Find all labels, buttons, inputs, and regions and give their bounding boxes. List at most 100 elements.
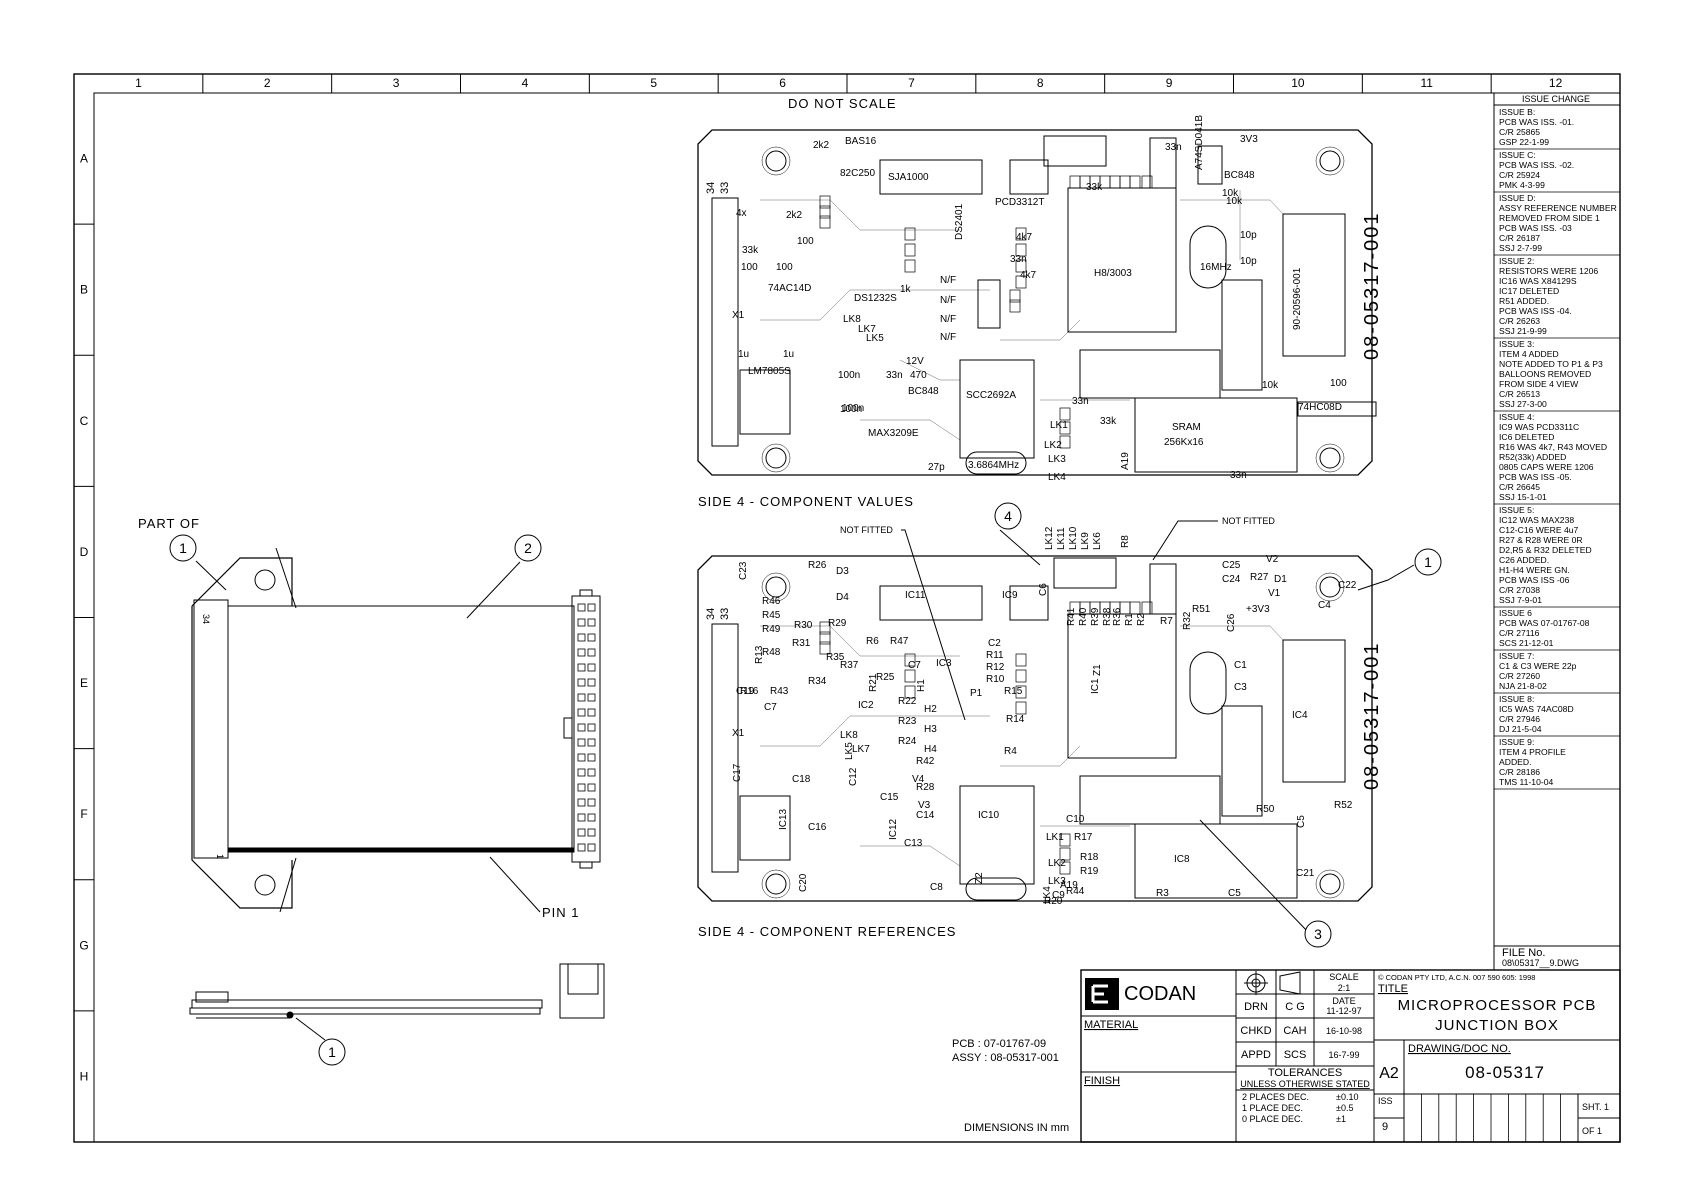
item-balloon [1304, 920, 1332, 948]
component-reference: C20 [798, 873, 809, 892]
issue-line: H1-H4 WERE GN. [1499, 565, 1570, 575]
component-reference: A19 [1060, 880, 1078, 891]
component-reference: C4 [1318, 600, 1331, 611]
grid-column-label: 5 [650, 76, 657, 90]
component-value: SCC2692A [966, 390, 1016, 401]
chkd-date: 16-10-98 [1326, 1026, 1362, 1036]
component-value: 1u [783, 349, 794, 360]
component-reference: R30 [794, 620, 813, 631]
grid-column-label: 8 [1037, 76, 1044, 90]
issue-line: PMK 4-3-99 [1499, 180, 1545, 190]
iss-label: ISS [1378, 1096, 1393, 1106]
grid-row-label: D [80, 545, 89, 559]
issue-line: BALLOONS REMOVED [1499, 369, 1591, 379]
sheet-of: OF 1 [1582, 1126, 1602, 1136]
ic-sja1000 [879, 159, 983, 195]
component-reference: V1 [1268, 588, 1281, 599]
pcb-number-note: PCB : 07-01767-09 [952, 1038, 1046, 1050]
file-no-value: 08\05317__9.DWG [1502, 958, 1579, 968]
issue-line: IC5 WAS 74AC08D [1499, 704, 1574, 714]
issue-line: ITEM 4 ADDED [1499, 349, 1559, 359]
item-balloon [169, 534, 197, 562]
chkd-label: CHKD [1240, 1025, 1271, 1037]
tol-row-3-value: ±1 [1336, 1114, 1346, 1124]
component-value: 1k [900, 284, 912, 295]
component-value: 33k [1086, 182, 1103, 193]
component-reference: V3 [918, 800, 931, 811]
chkd-value: CAH [1283, 1025, 1306, 1037]
component-value: X1 [732, 310, 745, 321]
component-value: LK3 [1048, 454, 1066, 465]
drawing-title-line2: JUNCTION BOX [1435, 1017, 1559, 1034]
component-reference: C19 [736, 686, 755, 697]
component-reference: R19 [1080, 866, 1099, 877]
component-reference: R38 [1102, 607, 1113, 626]
pcb-values-view [697, 129, 1377, 476]
grid-column-label: 6 [779, 76, 786, 90]
issue-line: ISSUE 4: [1499, 412, 1534, 422]
cable-connector-pins [577, 603, 596, 852]
item-balloon [318, 1038, 346, 1066]
pcb-references-view [697, 555, 1373, 902]
issue-line: C/R 26645 [1499, 482, 1540, 492]
appd-value: SCS [1284, 1049, 1307, 1061]
ribbon-cable-assembly [191, 547, 601, 913]
component-reference: C6 [1038, 583, 1049, 596]
issue-line: NJA 21-8-02 [1499, 681, 1547, 691]
component-value: LK7 [858, 324, 876, 335]
component-reference: Z1 [1092, 664, 1103, 676]
file-no-label: FILE No. [1502, 947, 1545, 959]
component-reference: LK6 [1092, 532, 1103, 550]
issue-line: C/R 28186 [1499, 767, 1540, 777]
title-label: TITLE [1378, 983, 1408, 995]
component-value: LK5 [866, 333, 884, 344]
component-value: LK4 [1048, 472, 1066, 483]
issue-line: ISSUE 5: [1499, 505, 1534, 515]
component-value: 3.6864MHz [968, 460, 1019, 471]
item-balloon-number: 3 [1314, 926, 1322, 942]
component-value: A74SD041B [1194, 115, 1205, 170]
component-reference: R48 [762, 647, 781, 658]
tol-row-2-label: 1 PLACE DEC. [1242, 1103, 1303, 1113]
component-value: 33n [1165, 142, 1182, 153]
issue-line: R52(33k) ADDED [1499, 452, 1566, 462]
drn-value: C G [1285, 1001, 1305, 1013]
issue-line: 0805 CAPS WERE 1206 [1499, 462, 1594, 472]
component-reference: IC8 [1174, 854, 1190, 865]
issue-line: PCB WAS ISS -04. [1499, 306, 1572, 316]
grid-column-label: 2 [264, 76, 271, 90]
component-reference: C25 [1222, 560, 1241, 571]
grid-row-label: F [80, 807, 87, 821]
component-value: 100 [797, 236, 814, 247]
grid-row-label: E [80, 676, 88, 690]
ic-scc2692a [959, 359, 1035, 459]
board-serial-bottom: 08-05317-001 [1361, 641, 1383, 790]
grid-column-label: 7 [908, 76, 915, 90]
component-value: N/F [940, 314, 956, 325]
issue-line: R51 ADDED. [1499, 296, 1549, 306]
drn-label: DRN [1244, 1001, 1268, 1013]
component-reference: R31 [792, 638, 811, 649]
component-reference: R28 [916, 782, 935, 793]
component-reference: R16 [740, 686, 759, 697]
tol-row-1-label: 2 PLACES DEC. [1242, 1092, 1309, 1102]
issue-line: SSJ 2-7-99 [1499, 243, 1542, 253]
regulator-lm7805s [739, 369, 791, 435]
component-reference: LK2 [1048, 858, 1066, 869]
grid-row-label: H [80, 1069, 89, 1083]
ic-sram [1134, 397, 1298, 473]
component-value: LK2 [1044, 440, 1062, 451]
component-reference: R25 [876, 672, 895, 683]
component-reference: R37 [840, 660, 859, 671]
component-reference: C14 [916, 810, 935, 821]
component-reference: R43 [770, 686, 789, 697]
component-reference: LK11 [1056, 527, 1067, 550]
component-reference: R10 [986, 674, 1005, 685]
component-value: A19 [1120, 452, 1131, 470]
component-value: 3V3 [1240, 134, 1258, 145]
component-reference: D3 [836, 566, 849, 577]
issue-line: C1 & C3 WERE 22p [1499, 661, 1577, 671]
component-value: 33n [1230, 470, 1247, 481]
